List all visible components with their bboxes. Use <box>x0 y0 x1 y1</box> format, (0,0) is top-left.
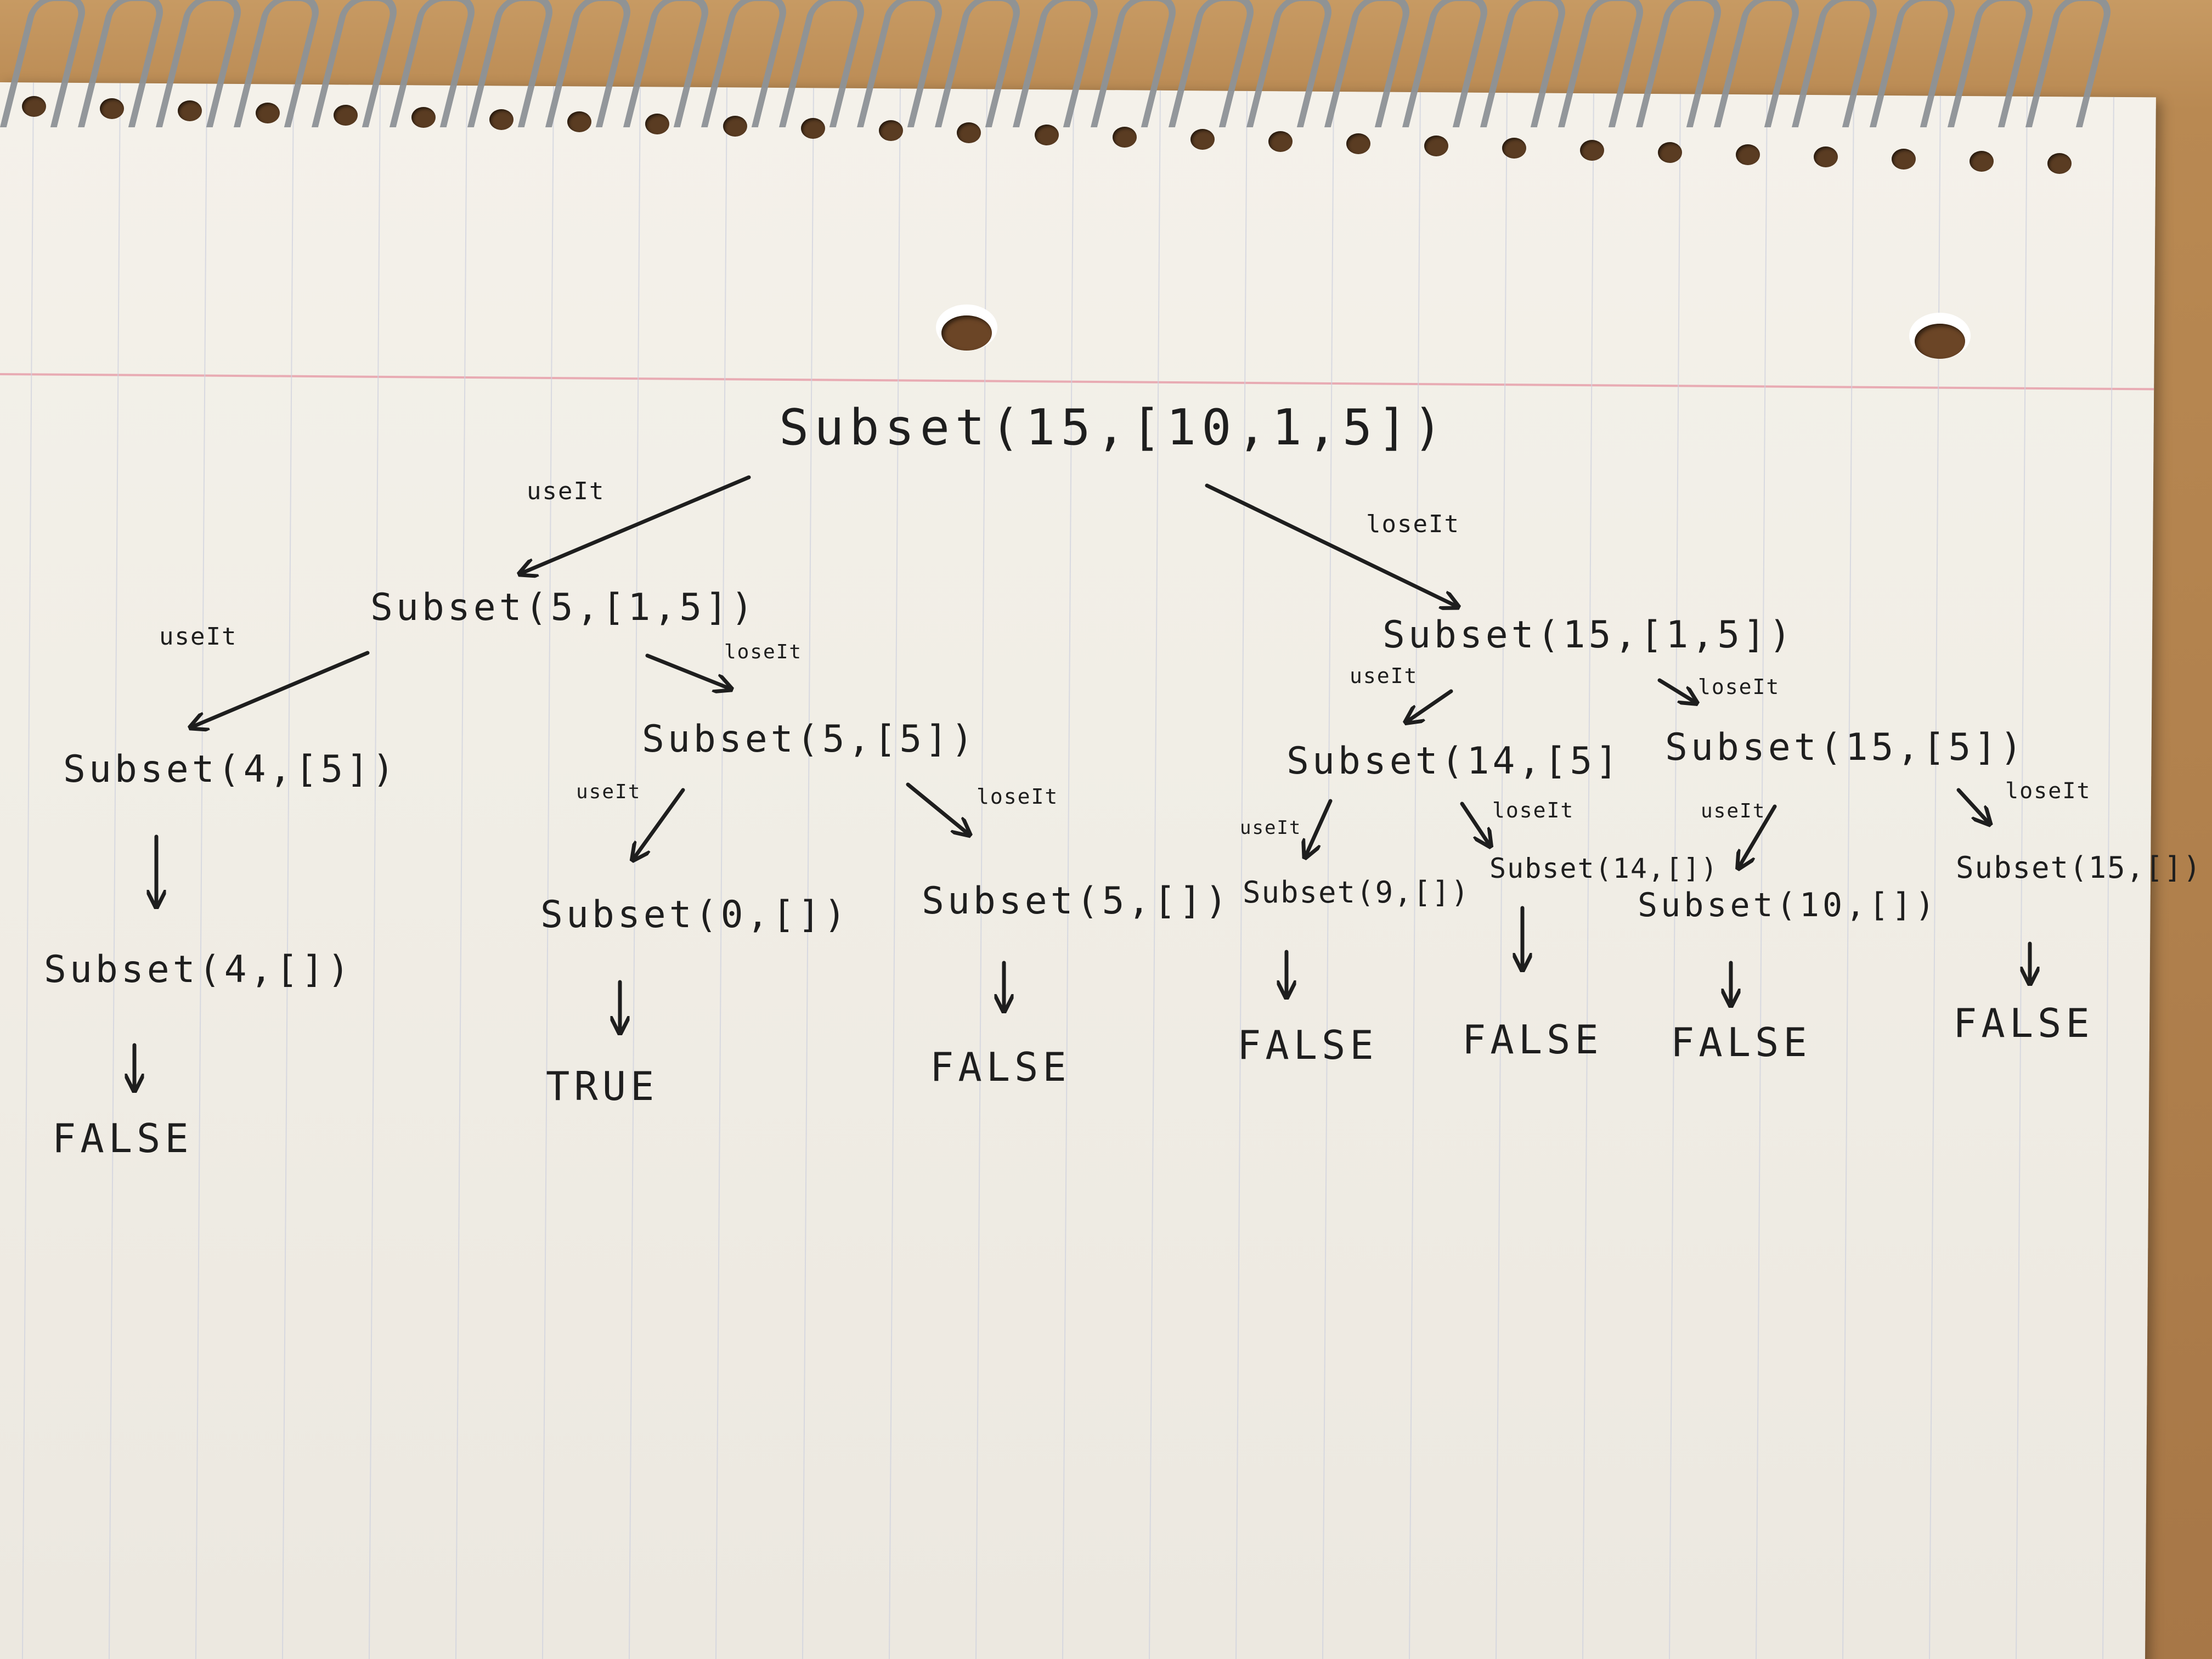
spiral-hole <box>801 118 825 139</box>
spiral-hole <box>489 109 514 130</box>
label-l-ll: useIt <box>159 623 237 651</box>
spiral-hole <box>1502 138 1526 159</box>
spiral-hole <box>645 114 669 134</box>
node-rl: Subset(14,[5] <box>1286 740 1621 783</box>
results: FALSE TRUE FALSE FALSE FALSE FALSE FALSE <box>52 1000 2094 1161</box>
label-rl-rll: useIt <box>1240 817 1301 839</box>
edge-lr-lrl <box>634 788 685 859</box>
label-lr-lrl: useIt <box>576 781 641 803</box>
tree-edges <box>134 475 2030 1089</box>
punch-hole <box>941 315 992 351</box>
spiral-hole <box>1736 144 1760 165</box>
spiral-hole <box>1580 140 1604 161</box>
label-root-l: useIt <box>527 477 605 505</box>
label-rr-rrl: useIt <box>1701 800 1765 822</box>
node-r: Subset(15,[1,5]) <box>1383 613 1795 657</box>
node-rll: Subset(9,[]) <box>1243 875 1470 910</box>
spiral-hole <box>1035 125 1059 145</box>
node-rlr: Subset(14,[]) <box>1489 853 1718 884</box>
spiral-hole <box>957 122 981 143</box>
node-lrr: Subset(5,[]) <box>922 879 1231 923</box>
edge-rr-rrr <box>1956 788 1989 823</box>
node-lll: Subset(4,[]) <box>44 948 353 991</box>
result-rrl: FALSE <box>1671 1019 1812 1065</box>
spiral-hole <box>1190 129 1215 150</box>
edge-root-left <box>521 475 751 573</box>
label-r-rr: loseIt <box>1698 675 1780 699</box>
result-lll: FALSE <box>52 1115 193 1161</box>
label-r-rl: useIt <box>1350 664 1418 688</box>
spiral-hole <box>411 107 436 128</box>
result-lrr: FALSE <box>930 1044 1071 1090</box>
result-rlr: FALSE <box>1462 1017 1603 1063</box>
node-ll: Subset(4,[5]) <box>63 748 398 791</box>
label-rr-rrr: loseIt <box>2005 778 2091 804</box>
edge-rr-rrl <box>1739 804 1777 867</box>
label-rl-rlr: loseIt <box>1492 798 1574 822</box>
edge-lr-lrr <box>906 782 968 834</box>
tree-nodes: Subset(15,[10,1,5]) Subset(5,[1,5]) Subs… <box>44 399 2202 991</box>
label-l-lr: loseIt <box>724 641 802 663</box>
node-rrr: Subset(15,[]) <box>1956 850 2202 885</box>
spiral-hole <box>178 100 202 121</box>
node-lr: Subset(5,[5]) <box>642 718 977 761</box>
edge-rl-rll <box>1306 799 1333 856</box>
node-rrl: Subset(10,[]) <box>1638 886 1938 924</box>
node-l: Subset(5,[1,5]) <box>370 586 757 629</box>
spiral-hole <box>567 111 591 132</box>
spiral-hole <box>1970 151 1994 172</box>
spiral-hole <box>1268 131 1293 152</box>
spiral-hole <box>879 120 903 141</box>
node-rr: Subset(15,[5]) <box>1665 726 2025 769</box>
node-root: Subset(15,[10,1,5]) <box>779 399 1448 456</box>
edge-l-ll <box>192 651 370 727</box>
result-rrr: FALSE <box>1953 1000 2094 1046</box>
edge-root-right <box>1205 483 1457 606</box>
spiral-hole <box>1892 149 1916 170</box>
spiral-hole <box>1346 133 1370 154</box>
label-root-r: loseIt <box>1366 510 1460 538</box>
spiral-hole <box>1113 127 1137 148</box>
node-lrl: Subset(0,[]) <box>540 893 849 936</box>
label-lr-lrr: loseIt <box>977 785 1058 809</box>
punch-hole <box>1915 324 1965 359</box>
edge-r-rl <box>1407 689 1453 721</box>
result-rll: FALSE <box>1237 1022 1378 1068</box>
spiral-hole <box>1814 146 1838 167</box>
spiral-hole <box>1658 142 1682 163</box>
edge-l-lr <box>645 653 730 689</box>
spiral-hole <box>723 116 747 137</box>
edge-r-rr <box>1657 678 1695 702</box>
edge-rl-rlr <box>1460 802 1489 845</box>
spiral-hole <box>22 96 46 117</box>
spiral-hole <box>2047 153 2072 174</box>
spiral-hole <box>1424 136 1448 156</box>
edge-labels: useIt loseIt useIt loseIt useIt loseIt u… <box>159 477 2091 839</box>
result-lrl: TRUE <box>546 1063 658 1109</box>
spiral-hole <box>100 98 124 119</box>
spiral-hole <box>256 103 280 123</box>
spiral-hole <box>334 105 358 126</box>
